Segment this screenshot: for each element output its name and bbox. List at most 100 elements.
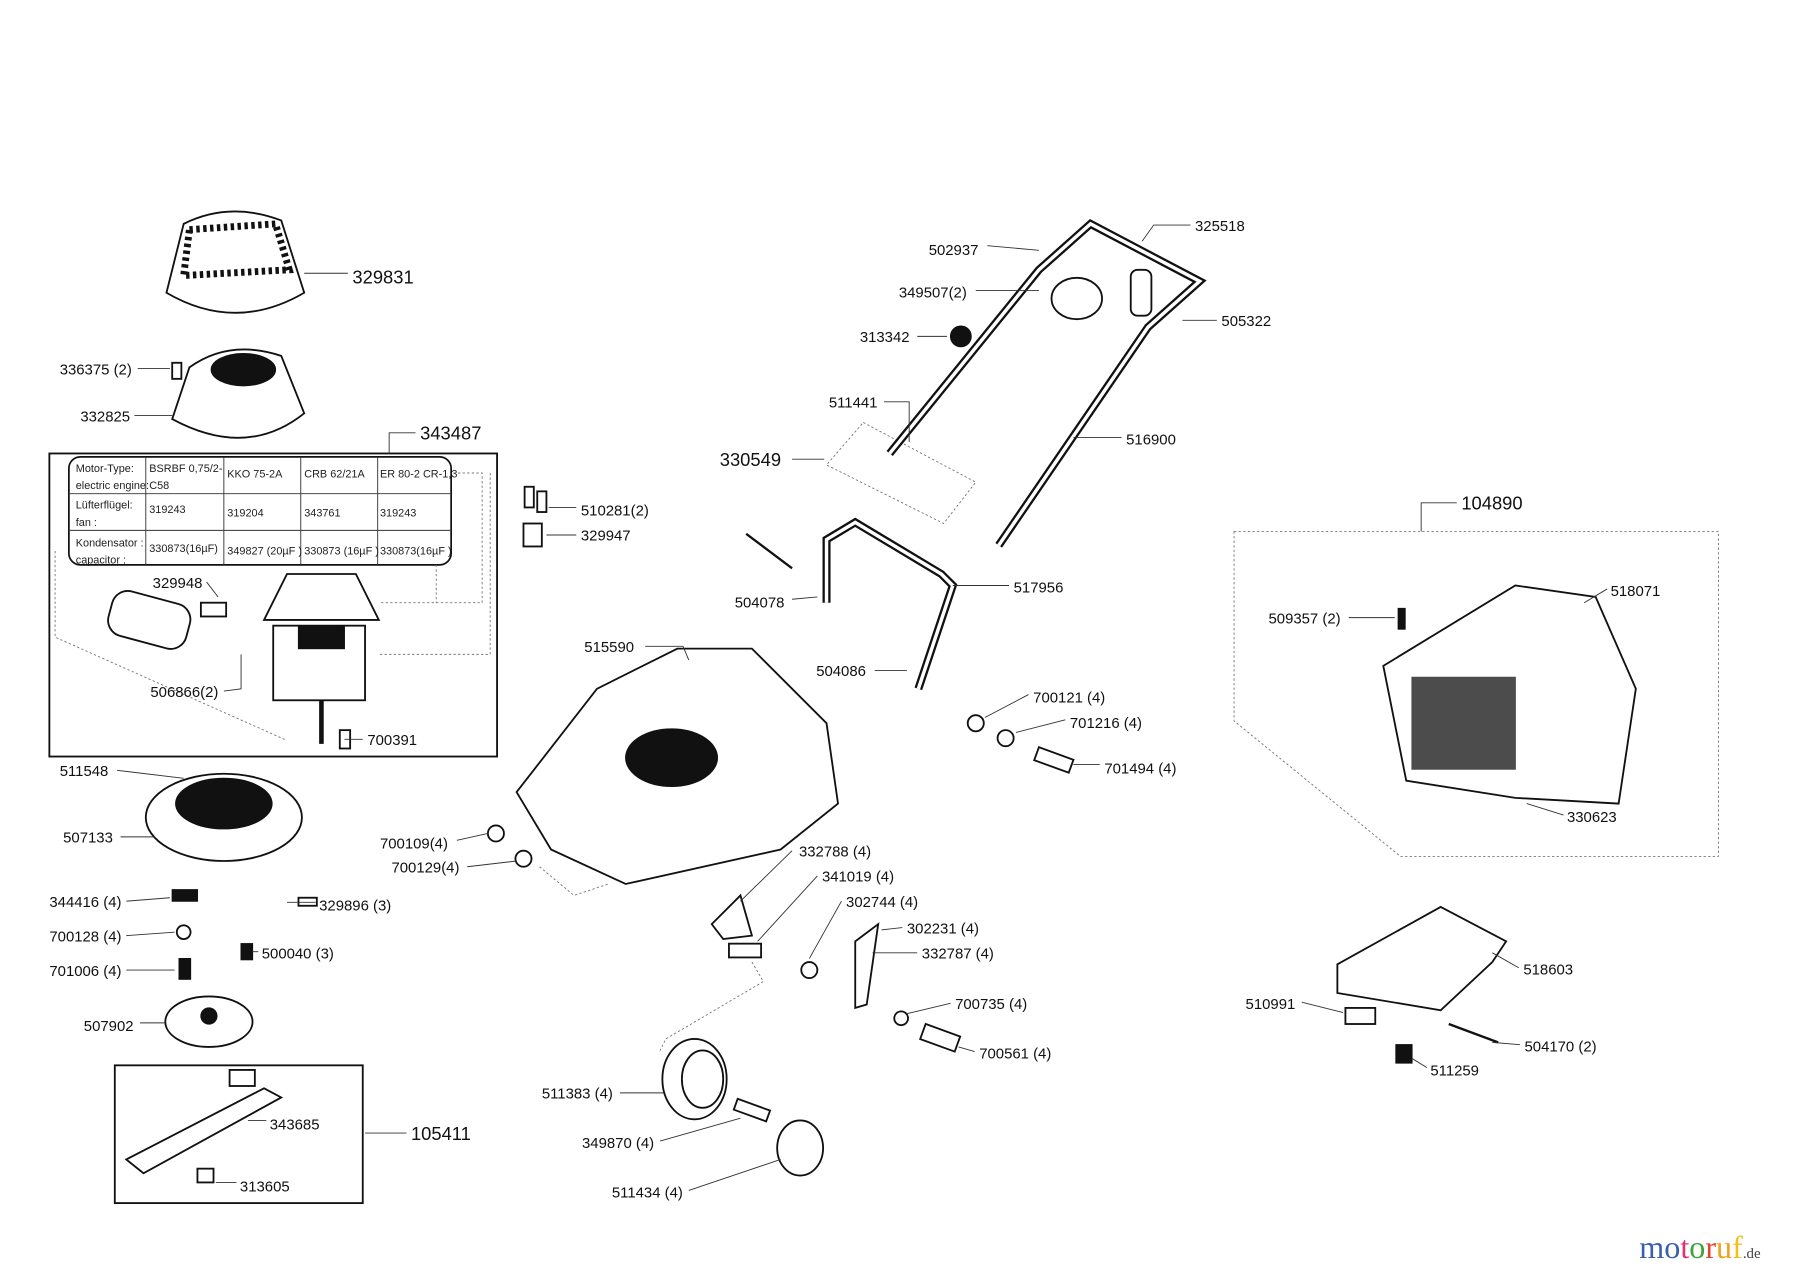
part-label: 511548 — [60, 763, 109, 780]
part-label: 507133 — [63, 830, 113, 847]
wheel-part — [661, 1038, 728, 1121]
part-label: 302744 (4) — [846, 894, 918, 911]
part-label: 332787 (4) — [922, 946, 994, 963]
small-hardware-parts — [171, 268, 1499, 1123]
part-label: 700121 (4) — [1033, 690, 1105, 707]
part-labels: 329831 336375 (2) 332825 343487 329948 5… — [49, 218, 1660, 1202]
table-cell: CRB 62/21A — [304, 469, 365, 481]
part-label: 515590 — [584, 639, 634, 656]
part-label: 343487 — [420, 423, 481, 444]
assembly-dashed-lines — [54, 472, 765, 1051]
part-label: 700391 — [367, 732, 417, 749]
part-label: 302231 (4) — [907, 920, 979, 937]
part-label: 502937 — [929, 242, 979, 259]
part-label: 510281(2) — [581, 502, 649, 519]
fan-part — [164, 995, 254, 1048]
electric-motor-part — [262, 573, 381, 744]
part-label: 511441 — [829, 395, 878, 412]
part-label: 504086 — [816, 663, 866, 680]
part-label: 517956 — [1014, 579, 1064, 596]
screw-part — [171, 361, 183, 380]
part-label: 518071 — [1611, 583, 1661, 600]
part-label: 516900 — [1126, 431, 1176, 448]
part-label: 505322 — [1221, 313, 1271, 330]
part-label: 105411 — [411, 1123, 471, 1144]
part-label: 325518 — [1195, 218, 1245, 235]
motoruf-logo: motoruf.de — [1639, 1229, 1761, 1265]
grass-bag-group-frame — [1233, 531, 1719, 857]
fan-holder-part — [144, 772, 303, 862]
part-label: 511434 (4) — [612, 1184, 683, 1201]
part-label: 332788 (4) — [799, 843, 871, 860]
table-header-fan: Lüfterflügel: — [76, 500, 133, 512]
table-header-motor-type: Motor-Type: — [76, 463, 134, 475]
part-label: 504170 (2) — [1524, 1039, 1596, 1056]
part-label: 336375 (2) — [60, 361, 132, 378]
part-label: 329948 — [153, 575, 203, 592]
part-label: 507902 — [84, 1018, 134, 1035]
wheel-cap-part — [776, 1119, 825, 1177]
part-label: 329947 — [581, 528, 631, 545]
part-label: 330623 — [1567, 809, 1617, 826]
table-cell: 319243 — [149, 504, 185, 516]
part-label: 511259 — [1430, 1063, 1479, 1080]
table-header-capacitor: Kondensator : — [76, 537, 144, 549]
motor-table: Motor-Type: electric engine: BSRBF 0,75/… — [68, 456, 457, 567]
handle-part — [886, 219, 1207, 548]
capacitor-part — [107, 590, 192, 650]
part-label: 500040 (3) — [262, 946, 334, 963]
part-label: 313342 — [860, 329, 910, 346]
part-label: 700561 (4) — [979, 1045, 1051, 1062]
part-label: 510991 — [1246, 996, 1296, 1013]
table-cell: ER 80-2 CR-1,3 — [380, 469, 457, 481]
blade-part — [124, 1069, 284, 1184]
part-label: 700128 (4) — [49, 928, 121, 945]
table-cell: 349827 (20µF ) — [227, 545, 302, 557]
part-label: 701006 (4) — [49, 963, 121, 980]
part-label: 343685 — [270, 1117, 320, 1134]
part-label: 341019 (4) — [822, 869, 894, 886]
table-header-fan-en: fan : — [76, 517, 97, 529]
part-label: 700109(4) — [380, 835, 448, 852]
table-header-capacitor-en: capacitor : — [76, 555, 126, 567]
part-label: 509357 (2) — [1268, 610, 1340, 627]
part-label: 330549 — [720, 449, 781, 470]
motor-cover-part — [165, 210, 306, 314]
part-label: 344416 (4) — [49, 894, 121, 911]
table-cell: 330873(16µF ) — [380, 545, 452, 557]
lower-handle-part — [822, 517, 958, 691]
part-label: 329831 — [352, 267, 413, 288]
part-label: 349870 (4) — [582, 1135, 654, 1152]
part-label: 104890 — [1461, 493, 1522, 514]
table-header-electric-engine: electric engine: — [76, 480, 149, 492]
part-label: 701494 (4) — [1104, 761, 1176, 778]
grass-bag-part — [1382, 584, 1637, 805]
svg-text:motoruf.de: motoruf.de — [1639, 1229, 1761, 1265]
part-label: 700129(4) — [391, 859, 459, 876]
height-adjuster-part — [710, 893, 880, 1010]
grass-bag-lid-part — [1336, 905, 1508, 1012]
handle-bracket-group-frame — [825, 421, 977, 525]
motor-housing-part — [171, 348, 306, 439]
part-label: 511383 (4) — [542, 1086, 613, 1103]
leader-lines — [117, 224, 1608, 1191]
table-cell: 330873 (16µF ) — [304, 545, 379, 557]
blade-group-frame — [113, 1064, 364, 1205]
part-label: 504078 — [735, 594, 785, 611]
table-cell: 319243 — [380, 508, 416, 520]
table-cell: 319204 — [227, 508, 263, 520]
part-label: 313605 — [240, 1179, 290, 1196]
part-label: 332825 — [80, 408, 130, 425]
part-label: 701216 (4) — [1070, 715, 1142, 732]
motor-group-frame — [48, 452, 498, 758]
table-cell: 330873(16µF) — [149, 543, 218, 555]
table-cell: KKO 75-2A — [227, 469, 283, 481]
part-label: 329896 (3) — [319, 897, 391, 914]
part-label: 349507(2) — [899, 284, 967, 301]
table-cell: BSRBF 0,75/2- — [149, 463, 223, 475]
table-cell: 343761 — [304, 508, 340, 520]
part-label: 518603 — [1523, 962, 1573, 979]
part-label: 506866(2) — [150, 684, 218, 701]
part-label: 700735 (4) — [955, 996, 1027, 1013]
